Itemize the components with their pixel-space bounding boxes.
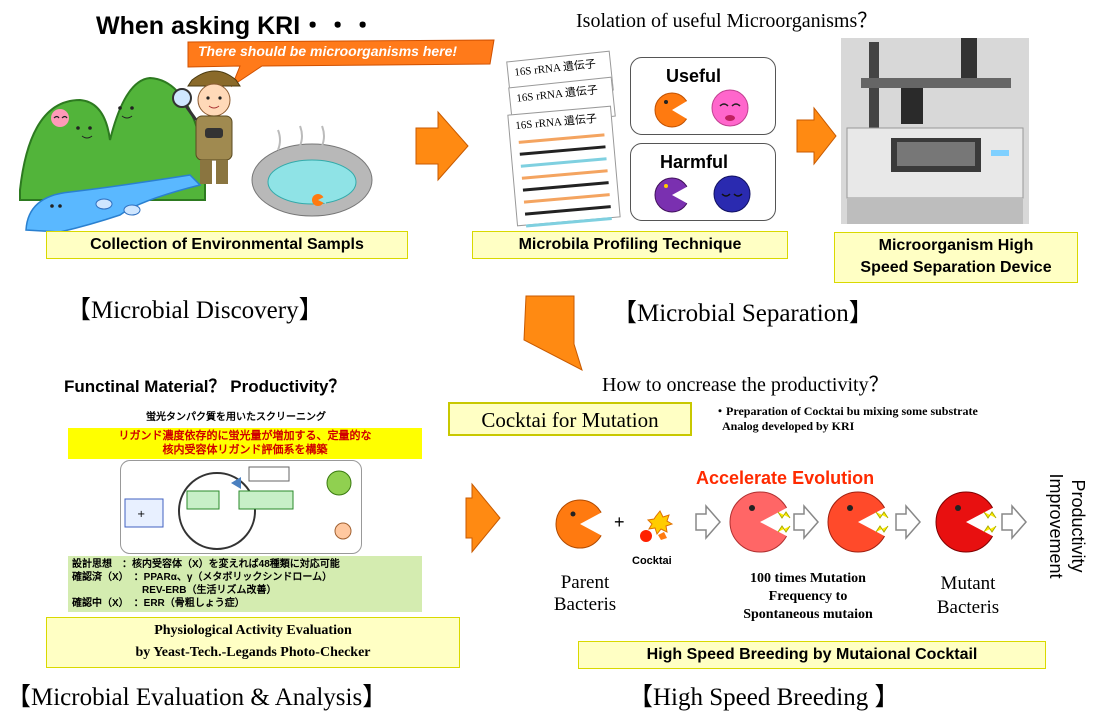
profiling-caption: Microbila Profiling Technique <box>472 231 788 259</box>
breeding-section-title: 【High Speed Breeding 】 <box>628 684 900 711</box>
useful-panel <box>630 57 776 135</box>
plus-sign: + <box>614 512 625 532</box>
mutant-label-line-1: Mutant <box>940 573 996 594</box>
mutant-stage-1-icon <box>729 491 794 553</box>
discovery-section-title: 【Microbial Discovery】 <box>66 297 324 324</box>
hills-illustration <box>19 76 206 201</box>
arrow-discovery-to-separation <box>415 110 469 182</box>
useful-label: Useful <box>666 66 722 86</box>
slide-note-line: 確認中（X） ：ERR（骨粗しょう症） <box>72 598 245 609</box>
cocktail-note-line-1: ・Preparation of Cocktai bu mixing some s… <box>714 404 978 418</box>
speech-bubble <box>187 39 495 88</box>
separation-section-title: 【Microbial Separation】 <box>612 300 874 327</box>
slide-notes: 設計思想 ：核内受容体（X）を変えれば48種類に対応可能 確認済（X） ：PPA… <box>68 556 422 612</box>
cocktail-note: ・Preparation of Cocktai bu mixing some s… <box>714 404 978 434</box>
mutant-bacteria-label: Mutant Bacteris <box>922 572 1014 620</box>
slide-note-line: 確認済（X） ：PPARα、γ（メタボリックシンドローム） <box>72 572 333 583</box>
evaluation-caption: Physiological Activity Evaluation by Yea… <box>46 617 460 668</box>
slide-note-line: 設計思想 ：核内受容体（X）を変えれば48種類に対応可能 <box>72 559 340 570</box>
arrow-separation-to-breeding <box>523 295 583 371</box>
parent-label-line-1: Parent <box>560 572 610 593</box>
separation-heading: Isolation of useful Microorganisms？ <box>576 10 878 32</box>
svg-text:+: + <box>137 509 145 520</box>
gene-card-front: 16S rRNA 遺伝子 <box>507 105 621 228</box>
slide-banner-line-2: 核内受容体リガンド評価系を構築 <box>162 444 328 456</box>
slide-banner-line-1: リガンド濃度依存的に蛍光量が増加する、定量的な <box>118 430 372 442</box>
slide-banner: リガンド濃度依存的に蛍光量が増加する、定量的な 核内受容体リガンド評価系を構築 <box>68 428 422 459</box>
harmful-label: Harmful <box>660 152 729 172</box>
evaluation-caption-line-2: by Yeast-Tech.-Legands Photo-Checker <box>135 645 371 660</box>
productivity-line-1: Productivity <box>1068 479 1088 573</box>
discovery-caption: Collection of Environmental Sampls <box>46 231 408 259</box>
mutant-label-line-2: Bacteris <box>936 597 1000 618</box>
device-caption-line-1: Microorganism High <box>878 237 1034 254</box>
hot-spring-illustration <box>251 125 373 217</box>
slide-diagram-drawing: + <box>124 466 352 550</box>
cocktail-note-line-2: Analog developed by KRI <box>722 419 855 433</box>
device-caption: Microorganism High Speed Separation Devi… <box>834 232 1078 283</box>
discovery-heading: When asking KRI・・・ <box>96 12 376 40</box>
mutant-bacteria-icon <box>935 491 1000 553</box>
mutation-label-line-3: Spontaneous mutaion <box>743 607 873 622</box>
evaluation-section-title: 【Microbial Evaluation & Analysis】 <box>6 684 388 711</box>
mutant-stage-2-icon <box>827 491 892 553</box>
arrow-evaluation-to-breeding <box>465 482 501 554</box>
parent-bacteria-icon <box>555 499 606 549</box>
parent-label-line-2: Bacteris <box>553 594 617 615</box>
separation-device-photo <box>841 38 1029 224</box>
cocktail-small-label: Cocktai <box>632 555 672 567</box>
slide-title: 蛍光タンパク質を用いたスクリーニング <box>146 412 326 423</box>
breeding-caption: High Speed Breeding by Mutaional Cocktai… <box>578 641 1046 669</box>
mutation-label-line-2: Frequency to <box>768 589 848 604</box>
evaluation-caption-line-1: Physiological Activity Evaluation <box>154 623 352 638</box>
speech-bubble-text: There should be microorganisms here! <box>198 43 458 59</box>
breeding-heading: How to oncrease the productivity？ <box>602 374 889 396</box>
evaluation-heading: Functinal Material？ Productivity？ <box>64 377 346 396</box>
river-illustration <box>25 174 202 233</box>
productivity-improvement-label: Productivity Improvement <box>1040 456 1094 596</box>
slide-diagram: + <box>120 460 362 554</box>
cocktail-title-box: Cocktai for Mutation <box>448 402 692 436</box>
mutation-frequency-label: 100 times Mutation Frequency to Spontane… <box>708 570 908 624</box>
harmful-panel <box>630 143 776 221</box>
device-caption-line-2: Speed Separation Device <box>860 259 1052 276</box>
cocktail-icon <box>640 510 674 542</box>
slide-note-line: REV-ERB（生活リズム改善） <box>72 585 277 596</box>
breeding-step-arrows <box>695 504 1027 540</box>
parent-bacteria-label: Parent Bacteris <box>540 572 630 616</box>
device-drawing <box>841 38 1029 224</box>
separation-microbe-icons <box>654 89 751 213</box>
explorer-illustration <box>172 70 241 184</box>
accelerate-evolution-label: Accelerate Evolution <box>696 468 875 488</box>
arrow-profiling-to-device <box>796 106 837 166</box>
productivity-line-2: Improvement <box>1046 473 1066 579</box>
screening-slide: 蛍光タンパク質を用いたスクリーニング リガンド濃度依存的に蛍光量が増加する、定量… <box>62 398 464 616</box>
mutation-label-line-1: 100 times Mutation <box>750 571 866 586</box>
